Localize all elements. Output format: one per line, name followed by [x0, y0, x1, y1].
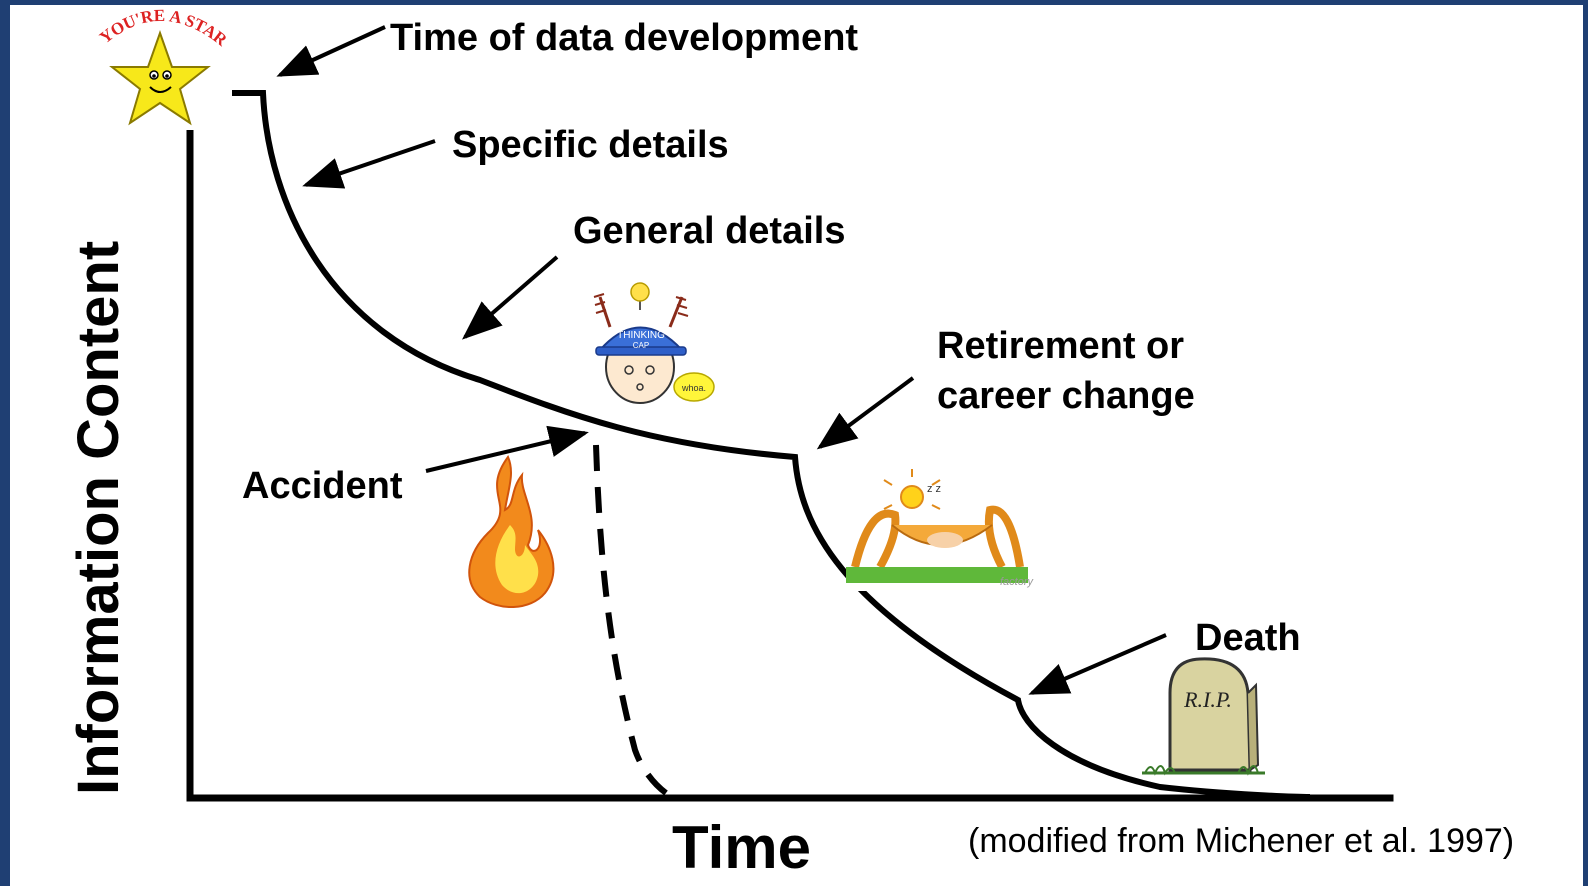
thinking-cap-subtext: CAP [633, 341, 649, 350]
star-icon: YOU'RE A STAR! [10, 5, 231, 130]
accident-dashed-curve [593, 444, 668, 796]
x-axis-label: Time [672, 814, 811, 881]
slide: YOU'RE A STAR! THINKING CAP [10, 5, 1583, 886]
thinking-cap-icon: THINKING CAP whoa. [582, 273, 715, 408]
label-retirement-line2: career change [937, 375, 1195, 417]
fire-icon [468, 455, 555, 609]
label-retirement-line1: Retirement or [937, 325, 1185, 367]
tombstone-icon: R.I.P. [1138, 655, 1265, 776]
label-accident: Accident [242, 465, 403, 507]
label-death: Death [1195, 617, 1301, 659]
arrow-specific-details [302, 139, 436, 189]
hammock-icon: z z factory [846, 469, 1035, 591]
source-credit: (modified from Michener et al. 1997) [968, 822, 1515, 860]
label-time-of-data-development: Time of data development [390, 17, 859, 59]
arrow-general-details [461, 255, 559, 340]
arrow-accident [425, 425, 589, 473]
svg-text:z z: z z [927, 483, 941, 495]
thinking-cap-bubble: whoa. [681, 383, 706, 393]
arrow-retirement [816, 376, 915, 450]
information-decay-curve [232, 90, 1311, 800]
tombstone-text: R.I.P. [1183, 687, 1232, 712]
hammock-watermark: factory [1000, 576, 1035, 588]
label-general-details: General details [573, 210, 846, 252]
diagram-canvas: YOU'RE A STAR! THINKING CAP [10, 5, 1394, 802]
arrow-death [1028, 633, 1167, 695]
arrow-time-of-data-development [276, 25, 386, 77]
y-axis-label: Information Content [66, 240, 131, 795]
thinking-cap-text: THINKING [617, 330, 665, 341]
label-specific-details: Specific details [452, 124, 729, 166]
